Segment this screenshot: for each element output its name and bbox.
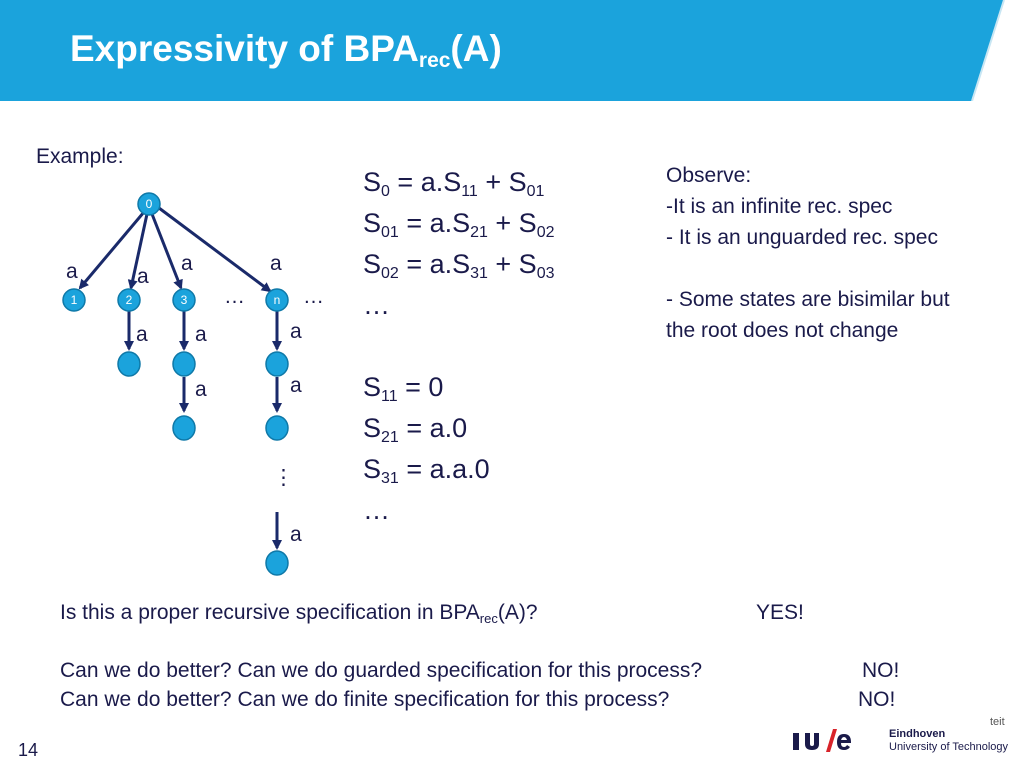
question-3: Can we do better? Can we do finite speci… bbox=[60, 685, 895, 714]
header-band bbox=[0, 0, 1024, 101]
child-node-1-label: 1 bbox=[71, 293, 78, 307]
equation-S0: S0 = a.S11 + S01 bbox=[363, 167, 545, 200]
node-3-2 bbox=[172, 415, 196, 441]
child-node-3 bbox=[172, 288, 196, 312]
transition-tree-diagram: 0 1 2 3 n a a a a a a a a a a … … ⋮ bbox=[62, 192, 324, 576]
logo-text-university: University of Technology bbox=[889, 741, 1009, 753]
edge-label-n-down-2: a bbox=[290, 374, 302, 397]
child-node-1 bbox=[62, 288, 86, 312]
equation-S11: S11 = 0 bbox=[363, 372, 444, 405]
question-2: Can we do better? Can we do guarded spec… bbox=[60, 656, 899, 685]
root-node bbox=[137, 192, 161, 216]
vertical-dots: ⋮ bbox=[273, 466, 294, 489]
observe-line-4: the root does not change bbox=[666, 319, 899, 342]
equation-S31: S31 = a.a.0 bbox=[363, 454, 490, 487]
edge-label-2-down: a bbox=[136, 323, 148, 346]
child-node-2-label: 2 bbox=[126, 293, 133, 307]
equation-S21: S21 = a.0 bbox=[363, 413, 468, 446]
logo-text-eindhoven: Eindhoven bbox=[889, 728, 946, 740]
tue-logo bbox=[793, 729, 851, 752]
root-node-label: 0 bbox=[146, 197, 153, 211]
slide-title: Expressivity of BPArec(A) bbox=[70, 28, 502, 72]
child-node-n-label: n bbox=[274, 293, 281, 307]
child-node-2 bbox=[117, 288, 141, 312]
node-n-last bbox=[265, 550, 289, 576]
page-number: 14 bbox=[18, 740, 39, 760]
node-3-1 bbox=[172, 351, 196, 377]
answer-3: NO! bbox=[858, 688, 896, 711]
questions-block: Is this a proper recursive specification… bbox=[60, 598, 899, 714]
equation-ellipsis-2: … bbox=[363, 495, 390, 525]
dots-after-children: … bbox=[303, 285, 324, 308]
edge-label-3-down-2: a bbox=[195, 378, 207, 401]
equation-ellipsis-1: … bbox=[363, 290, 390, 320]
observe-line-2: - It is an unguarded rec. spec bbox=[666, 226, 938, 249]
observe-line-3: - Some states are bisimilar but bbox=[666, 288, 950, 311]
edge-label-3-down: a bbox=[195, 323, 207, 346]
equation-S01: S01 = a.S21 + S02 bbox=[363, 208, 555, 241]
edge-label-root-2: a bbox=[137, 265, 149, 288]
observe-heading: Observe: bbox=[666, 164, 752, 187]
edge-label-n-down-last: a bbox=[290, 523, 302, 546]
question-1: Is this a proper recursive specification… bbox=[60, 598, 804, 627]
edge-label-root-n: a bbox=[270, 252, 282, 275]
answer-1: YES! bbox=[756, 601, 804, 624]
example-label: Example: bbox=[36, 145, 124, 168]
edge-label-n-down: a bbox=[290, 320, 302, 343]
answer-2: NO! bbox=[862, 659, 900, 682]
equations-block: S0 = a.S11 + S01 S01 = a.S21 + S02 S02 =… bbox=[363, 162, 554, 531]
faculty-text-stub: teit bbox=[990, 716, 1005, 728]
edge-root-1 bbox=[78, 211, 146, 290]
equation-S02: S02 = a.S31 + S03 bbox=[363, 249, 555, 282]
edge-root-n bbox=[158, 206, 272, 293]
edge-label-root-3: a bbox=[181, 252, 193, 275]
node-2-1 bbox=[117, 351, 141, 377]
dots-between-children: … bbox=[224, 285, 245, 308]
node-n-1 bbox=[265, 351, 289, 377]
node-n-2 bbox=[265, 415, 289, 441]
observe-line-1: -It is an infinite rec. spec bbox=[666, 195, 893, 218]
child-node-3-label: 3 bbox=[181, 293, 188, 307]
child-node-n bbox=[265, 288, 289, 312]
edge-label-root-1: a bbox=[66, 260, 78, 283]
edge-root-3 bbox=[150, 213, 183, 290]
edge-root-2 bbox=[127, 213, 149, 290]
slide-header: Expressivity of BPArec(A) bbox=[0, 0, 1024, 101]
observe-notes: Observe: -It is an infinite rec. spec - … bbox=[666, 160, 950, 346]
